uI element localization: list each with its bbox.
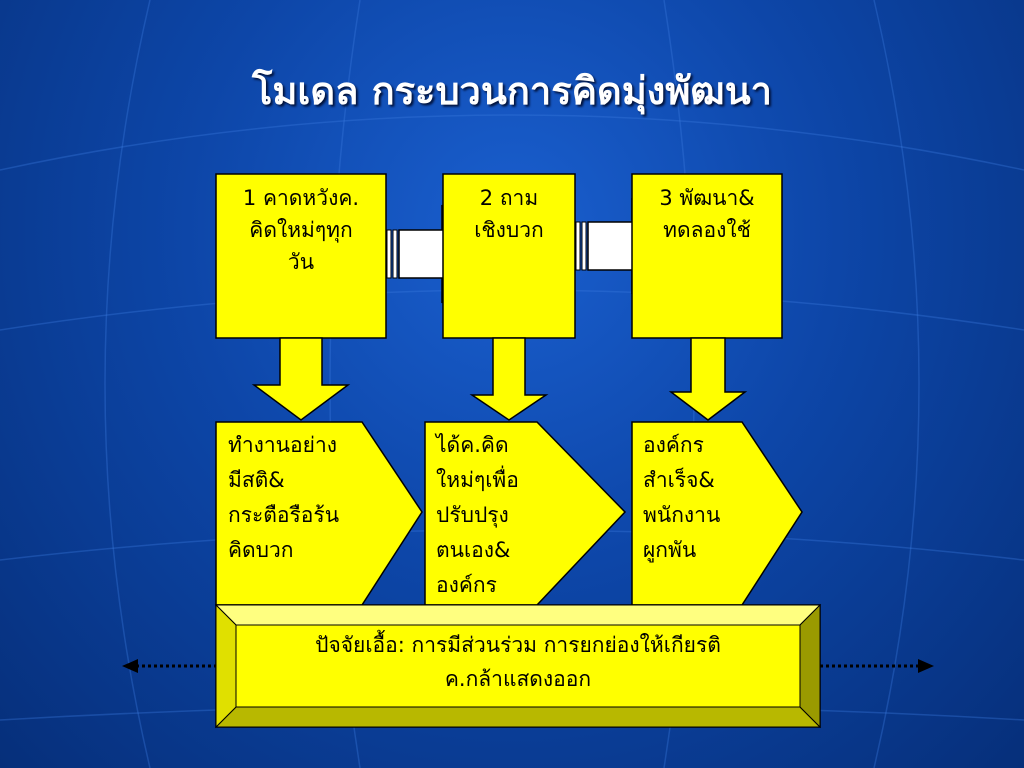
- result-chevron-2: [424, 421, 627, 606]
- step-box-2: [442, 173, 576, 339]
- enabling-factors-box: [214, 603, 822, 729]
- step-label-3: 3 พัฒนา& ทดลองใช้: [659, 186, 755, 242]
- step-box-3: [631, 173, 783, 339]
- enabling-factors-text: ปัจจัยเอื้อ: การมีส่วนร่วม การยกย่องให้เ…: [315, 633, 721, 691]
- dotted-arrow-right: [820, 659, 934, 673]
- result-chevron-1: [215, 421, 423, 606]
- step-label-1: 1 คาดหวังค. คิดใหม่ๆทุก วัน: [242, 186, 360, 274]
- dotted-arrow-left: [122, 659, 216, 673]
- down-arrow-2: [469, 337, 549, 421]
- page-title: โมเดล กระบวนการคิดมุ่งพัฒนา: [251, 68, 773, 113]
- result-chevron-3: [631, 421, 803, 606]
- result-label-3: องค์กร สำเร็จ& พนักงาน ผูกพัน: [643, 433, 721, 562]
- down-arrow-1: [251, 337, 351, 421]
- step-label-2: 2 ถาม เชิงบวก: [474, 186, 544, 242]
- result-label-2: ได้ค.คิด ใหม่ๆเพื่อ ปรับปรุง ตนเอง& องค์…: [436, 433, 519, 597]
- result-label-1: ทำงานอย่าง มีสติ& กระตือรือร้น คิดบวก: [228, 433, 340, 562]
- step-box-1: [215, 173, 387, 339]
- down-arrow-3: [668, 337, 748, 421]
